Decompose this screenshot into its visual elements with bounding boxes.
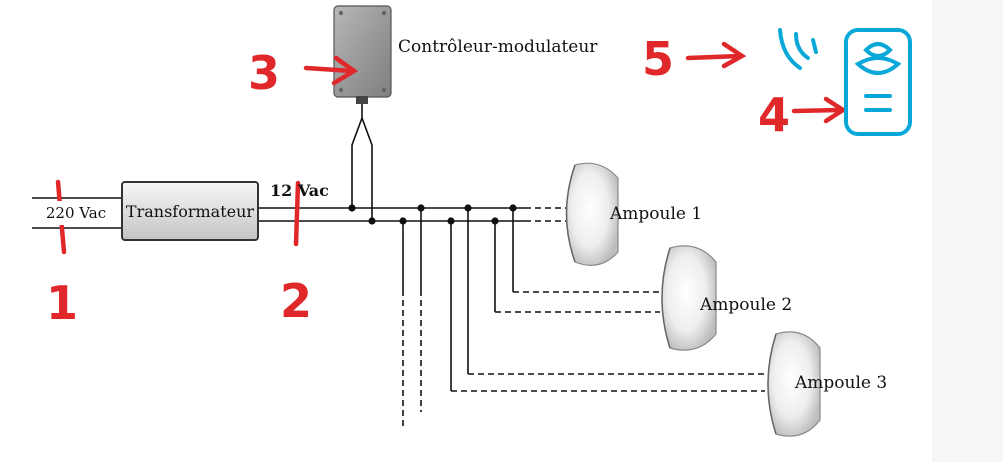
marker-4: 4 (758, 88, 791, 142)
input-wires (32, 197, 121, 229)
lamp-1-label: Ampoule 1 (610, 204, 703, 224)
output-voltage-label: 12 Vac (270, 181, 329, 200)
remote-control-icon (844, 28, 912, 136)
junction-dots (348, 204, 517, 225)
controller-wires (351, 102, 373, 221)
lamp-feeds (402, 208, 514, 430)
input-voltage-label: 220 Vac (32, 201, 120, 225)
controller-box (333, 5, 392, 104)
red-annotations (55, 41, 848, 255)
scroll-strip (932, 0, 1003, 462)
arrow-5 (685, 41, 747, 69)
lamp-1-icon (565, 162, 619, 266)
lamp-2-label: Ampoule 2 (700, 295, 793, 315)
controller-label: Contrôleur-modulateur (398, 37, 598, 57)
transformer-label: Transformateur (125, 201, 255, 221)
wireless-signal-icon (778, 28, 818, 70)
lamp-2-icon (661, 245, 717, 351)
transformer-box: Transformateur (121, 181, 259, 241)
lamp-3-icon (767, 331, 821, 437)
arrow-3 (303, 55, 359, 86)
arrow-4 (791, 96, 848, 124)
cut-mark-2 (293, 180, 301, 247)
marker-1: 1 (46, 276, 79, 330)
lamp-3-label: Ampoule 3 (795, 373, 888, 393)
main-bus (259, 207, 525, 222)
marker-5: 5 (642, 32, 675, 86)
marker-3: 3 (248, 46, 281, 100)
marker-2: 2 (280, 274, 313, 328)
